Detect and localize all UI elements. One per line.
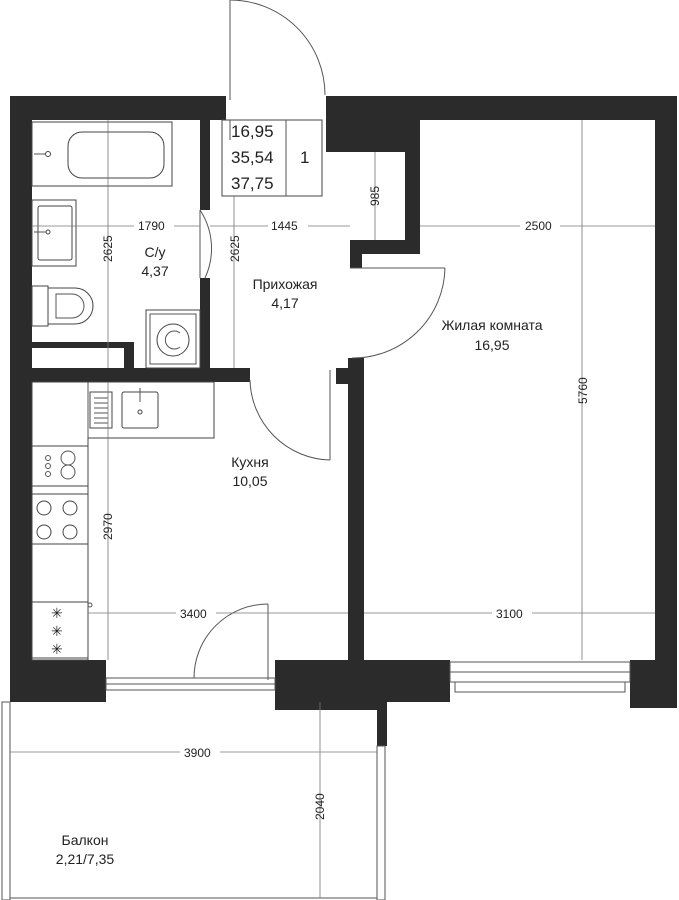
info-box: 16,95 35,54 37,75 1 — [221, 119, 323, 197]
fridge-icon: ✳ ✳ ✳ — [31, 601, 93, 659]
dim-kitchen-height: 2970 — [101, 513, 115, 540]
dim-balcony-width: 3900 — [184, 746, 211, 760]
info-living-area: 16,95 — [231, 122, 274, 141]
svg-text:✳: ✳ — [51, 605, 63, 621]
balcony-outline — [1, 701, 386, 900]
living-room-area: 16,95 — [474, 337, 509, 353]
dim-balcony-height: 2040 — [313, 793, 327, 820]
kitchen-name: Кухня — [231, 454, 268, 470]
bathroom-area: 4,37 — [141, 263, 168, 279]
hallway-name: Прихожая — [253, 276, 318, 292]
doors — [193, 0, 446, 680]
walls — [10, 96, 677, 746]
dishwasher-icon — [31, 445, 89, 487]
dim-hall-height: 2625 — [228, 235, 242, 262]
info-rooms-count: 1 — [300, 148, 309, 167]
windows — [105, 661, 631, 693]
dim-kitchen-width: 3400 — [180, 607, 207, 621]
balcony-name: Балкон — [62, 832, 109, 848]
sink-icon — [89, 388, 159, 429]
dim-bath-height: 2625 — [101, 235, 115, 262]
dim-living-bottom-width: 3100 — [496, 607, 523, 621]
dim-living-width: 2500 — [525, 219, 552, 233]
info-total-area: 35,54 — [231, 148, 274, 167]
dimension-lines — [10, 120, 655, 898]
washbasin-icon — [31, 199, 77, 267]
hallway-area: 4,17 — [271, 295, 298, 311]
balcony-area: 2,21/7,35 — [56, 851, 115, 867]
svg-text:✳: ✳ — [51, 623, 63, 639]
dim-hall-width: 1445 — [271, 219, 298, 233]
dimension-labels: 1790 1445 2500 2625 2625 985 5760 2970 3… — [101, 186, 590, 820]
info-total-with-balcony: 37,75 — [231, 174, 274, 193]
room-labels: С/у 4,37 Прихожая 4,17 Жилая комната 16,… — [56, 244, 543, 867]
dim-living-height: 5760 — [576, 377, 590, 404]
toilet-icon — [31, 285, 94, 327]
washing-machine-icon — [145, 309, 201, 369]
dim-bath-width: 1790 — [138, 219, 165, 233]
cooktop-icon — [31, 493, 89, 545]
bathtub-icon — [31, 121, 173, 187]
living-room-name: Жилая комната — [441, 317, 542, 333]
dim-niche-height: 985 — [368, 186, 382, 206]
bathroom-name: С/у — [145, 244, 166, 260]
kitchen-area: 10,05 — [232, 473, 267, 489]
svg-text:✳: ✳ — [51, 641, 63, 657]
